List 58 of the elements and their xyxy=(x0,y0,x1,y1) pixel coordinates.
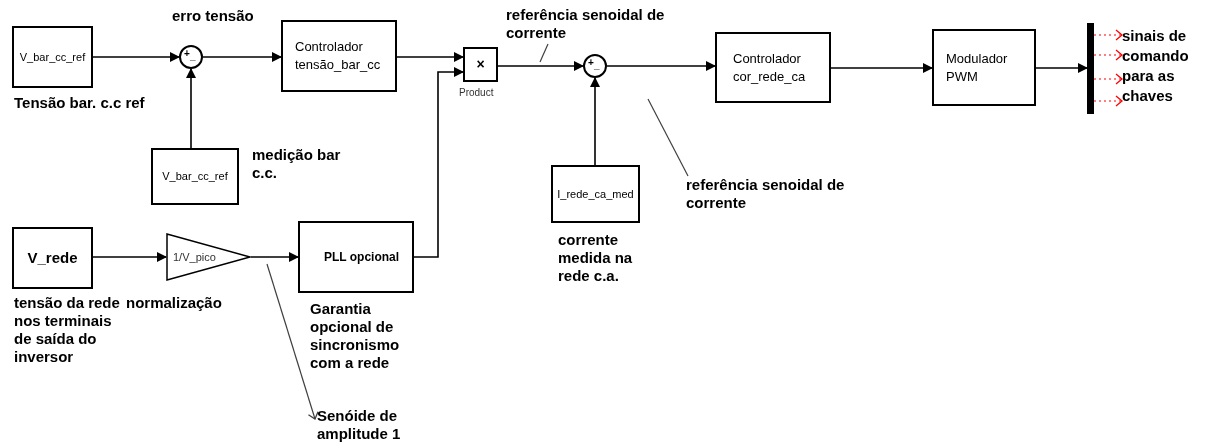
arrow xyxy=(1093,29,1123,41)
block-label: Controlador cor_rede_ca xyxy=(733,49,807,86)
arrow xyxy=(830,63,933,73)
block-label: PLL opcional xyxy=(324,248,400,266)
arrow xyxy=(250,252,299,262)
arrow xyxy=(590,77,600,166)
leader-line xyxy=(266,263,319,420)
leader-line xyxy=(647,98,689,177)
arrow xyxy=(202,52,282,62)
gain-label: 1/V_pico xyxy=(173,250,216,265)
minus-sign: _ xyxy=(594,59,600,71)
block-caption: Product xyxy=(459,86,495,100)
block-caption: tensão da rede nos terminais de saída do inversor xyxy=(14,294,121,366)
plus-sign: + xyxy=(184,48,190,60)
arrow xyxy=(396,52,464,62)
block xyxy=(551,165,640,223)
minus-sign: _ xyxy=(190,50,196,62)
demux-bar xyxy=(1087,23,1094,114)
block-caption: corrente medida na rede c.a. xyxy=(558,231,634,285)
arrow xyxy=(1035,63,1088,73)
arrow xyxy=(92,52,180,62)
block xyxy=(932,29,1036,106)
arrow xyxy=(92,252,167,262)
plus-sign: + xyxy=(588,57,594,69)
arrow xyxy=(1093,95,1123,107)
block-label: V_bar_cc_ref xyxy=(19,49,86,65)
block-caption: normalização xyxy=(126,294,223,312)
arrow xyxy=(497,61,584,71)
block xyxy=(281,20,397,92)
block-label: V_bar_cc_ref xyxy=(162,169,228,185)
block-caption: Tensão bar. c.c ref xyxy=(14,94,146,112)
annotation-text: referência senoidal de corrente xyxy=(506,6,666,42)
annotation-text: referência senoidal de corrente xyxy=(686,176,861,212)
block xyxy=(463,47,498,82)
leader-line xyxy=(539,43,549,63)
annotation-text: Senóide de amplitude 1 xyxy=(317,407,427,443)
arrow xyxy=(606,61,716,71)
block-label: Modulador PWM xyxy=(946,49,1009,86)
block-label: × xyxy=(476,55,485,74)
block-caption: Garantia opcional de sincronismo com a rede xyxy=(310,300,401,372)
block xyxy=(715,32,831,103)
arrow xyxy=(413,67,464,258)
arrow xyxy=(1093,49,1123,61)
block-caption: medição bar c.c. xyxy=(252,146,342,182)
arrow xyxy=(186,68,196,149)
gain-block xyxy=(166,233,251,281)
block xyxy=(12,26,93,88)
arrow xyxy=(1093,73,1123,85)
block-label: Controlador tensão_bar_cc xyxy=(295,38,382,74)
block xyxy=(298,221,414,293)
block-caption: erro tensão xyxy=(172,7,255,25)
annotation-text: sinais de comando para as chaves xyxy=(1122,26,1210,106)
block xyxy=(151,148,239,205)
sum-junction xyxy=(179,45,203,69)
block-label: V_rede xyxy=(27,247,78,268)
block xyxy=(12,227,93,289)
sum-junction xyxy=(583,54,607,78)
block-label: I_rede_ca_med xyxy=(557,186,634,202)
